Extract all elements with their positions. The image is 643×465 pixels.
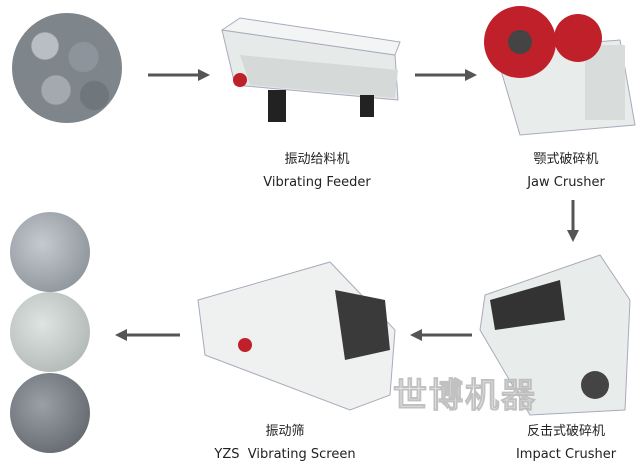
label-cn: 振动筛 [265, 424, 305, 439]
vibrating-screen-image [197, 261, 396, 411]
arrow-down-icon [567, 200, 579, 242]
label-jaw-crusher: 颚式破碎机 Jaw Crusher [527, 148, 605, 194]
label-cn: 颚式破碎机 [533, 152, 599, 167]
vibrating-feeder-image [220, 17, 401, 122]
label-cn: 振动给料机 [284, 152, 350, 167]
label-en: Jaw Crusher [527, 175, 605, 190]
label-en: Impact Crusher [515, 447, 617, 462]
product-gravel-fine-image [10, 373, 90, 453]
product-gravel-medium-image [10, 292, 90, 372]
impact-crusher-image [479, 254, 631, 416]
label-impact-crusher: 反击式破碎机 Impact Crusher [516, 420, 616, 465]
label-vibrating-screen: 振动筛 YZS Vibrating Screen [214, 420, 355, 465]
arrow-right-icon [148, 69, 210, 81]
label-en: YZS Vibrating Screen [214, 447, 356, 462]
raw-stone-image [12, 13, 122, 123]
label-cn: 反击式破碎机 [526, 424, 606, 439]
label-vibrating-feeder: 振动给料机 Vibrating Feeder [263, 148, 370, 194]
arrow-right-icon [415, 69, 477, 81]
arrow-left-icon [410, 329, 472, 341]
label-en: Vibrating Feeder [263, 175, 371, 190]
arrow-left-icon [115, 329, 180, 341]
product-gravel-coarse-image [10, 212, 90, 292]
jaw-crusher-image [484, 6, 636, 136]
watermark: 世博机器 [393, 376, 537, 417]
